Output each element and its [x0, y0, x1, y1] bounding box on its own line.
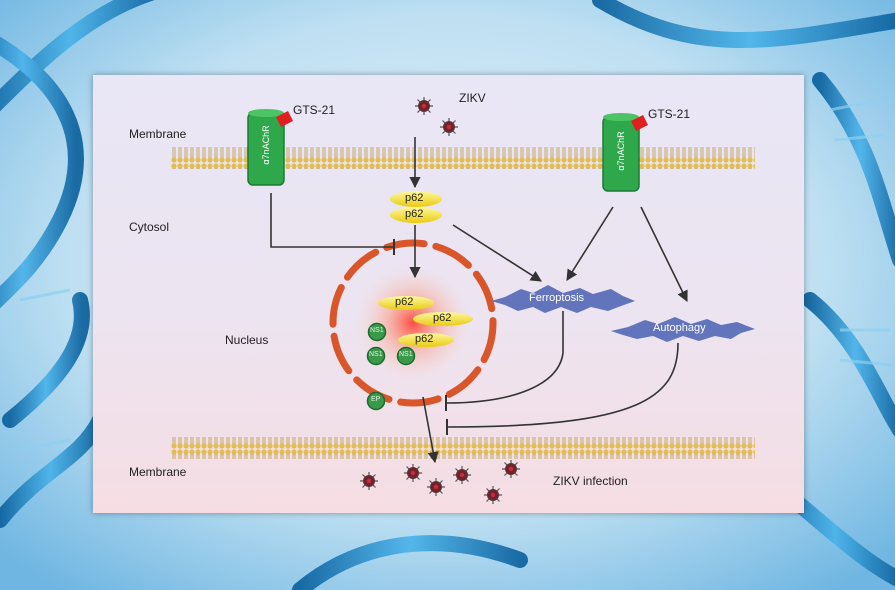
dna-helix-left — [0, 0, 155, 528]
p62-label: p62 — [415, 333, 434, 345]
autophagy-burst — [611, 317, 755, 342]
inhibit-receptor-to-nucleus — [270, 193, 394, 248]
p62-label: p62 — [405, 208, 424, 220]
receptor-label-left: α7nAChR — [261, 125, 271, 165]
p62-ellipse — [378, 296, 434, 310]
ns1-label: NS1 — [399, 351, 413, 358]
label-zikv-infection: ZIKV infection — [553, 474, 628, 488]
zikv-virion — [439, 117, 459, 137]
label-nucleus: Nucleus — [225, 333, 269, 347]
receptor-left — [247, 109, 293, 186]
p62-ellipse — [390, 191, 442, 207]
zikv-virion — [426, 477, 446, 497]
ns1-protein — [366, 346, 386, 366]
zikv-virion — [403, 463, 423, 483]
ns1-protein — [396, 346, 416, 366]
p62-label: p62 — [405, 192, 424, 204]
arrow-receptor-to-ferroptosis — [566, 206, 614, 281]
label-membrane-top: Membrane — [129, 127, 187, 141]
label-autophagy: Autophagy — [653, 322, 706, 334]
label-gts21-right: GTS-21 — [648, 107, 691, 121]
label-ferroptosis: Ferroptosis — [529, 292, 585, 304]
zikv-virion — [483, 485, 503, 505]
inhibit-autophagy-to-release — [446, 342, 679, 428]
ns1-label: NS1 — [369, 351, 383, 358]
zikv-virion — [452, 465, 472, 485]
pathway-diagram — [171, 96, 755, 505]
label-gts21-left: GTS-21 — [293, 103, 336, 117]
label-membrane-bottom: Membrane — [129, 465, 187, 479]
p62-label: p62 — [395, 296, 414, 308]
gts21-ligand-right — [631, 115, 648, 131]
p62-ellipse — [390, 207, 442, 223]
zikv-virion — [414, 96, 434, 116]
label-zikv: ZIKV — [459, 91, 486, 105]
nucleus-envelope — [329, 239, 497, 407]
membrane-bottom — [171, 437, 755, 459]
arrow-receptor-to-autophagy — [640, 206, 688, 303]
receptor-label-right: α7nAChR — [616, 131, 626, 171]
p62-ellipse — [413, 312, 473, 326]
zikv-virion — [501, 459, 521, 479]
ns1-label: NS1 — [370, 327, 384, 334]
dna-base-pairs — [19, 98, 893, 452]
arrow-p62-to-ferroptosis — [452, 224, 542, 282]
ferroptosis-burst — [491, 285, 635, 313]
dna-helix-right — [292, 0, 895, 590]
inhibit-ferroptosis-to-release — [445, 311, 564, 404]
p62-label: p62 — [433, 312, 452, 324]
diagram-panel: Membrane Cytosol Nucleus Membrane ZIKV G… — [93, 75, 804, 513]
ns1-protein — [367, 322, 387, 342]
zikv-virion — [359, 471, 379, 491]
ep-protein — [366, 391, 386, 411]
gts21-ligand-left — [276, 111, 293, 127]
label-cytosol: Cytosol — [129, 220, 170, 234]
ep-label: EP — [371, 396, 381, 403]
p62-ellipse — [398, 333, 454, 347]
arrow-nucleus-to-release — [422, 396, 439, 464]
receptor-right — [602, 113, 648, 192]
